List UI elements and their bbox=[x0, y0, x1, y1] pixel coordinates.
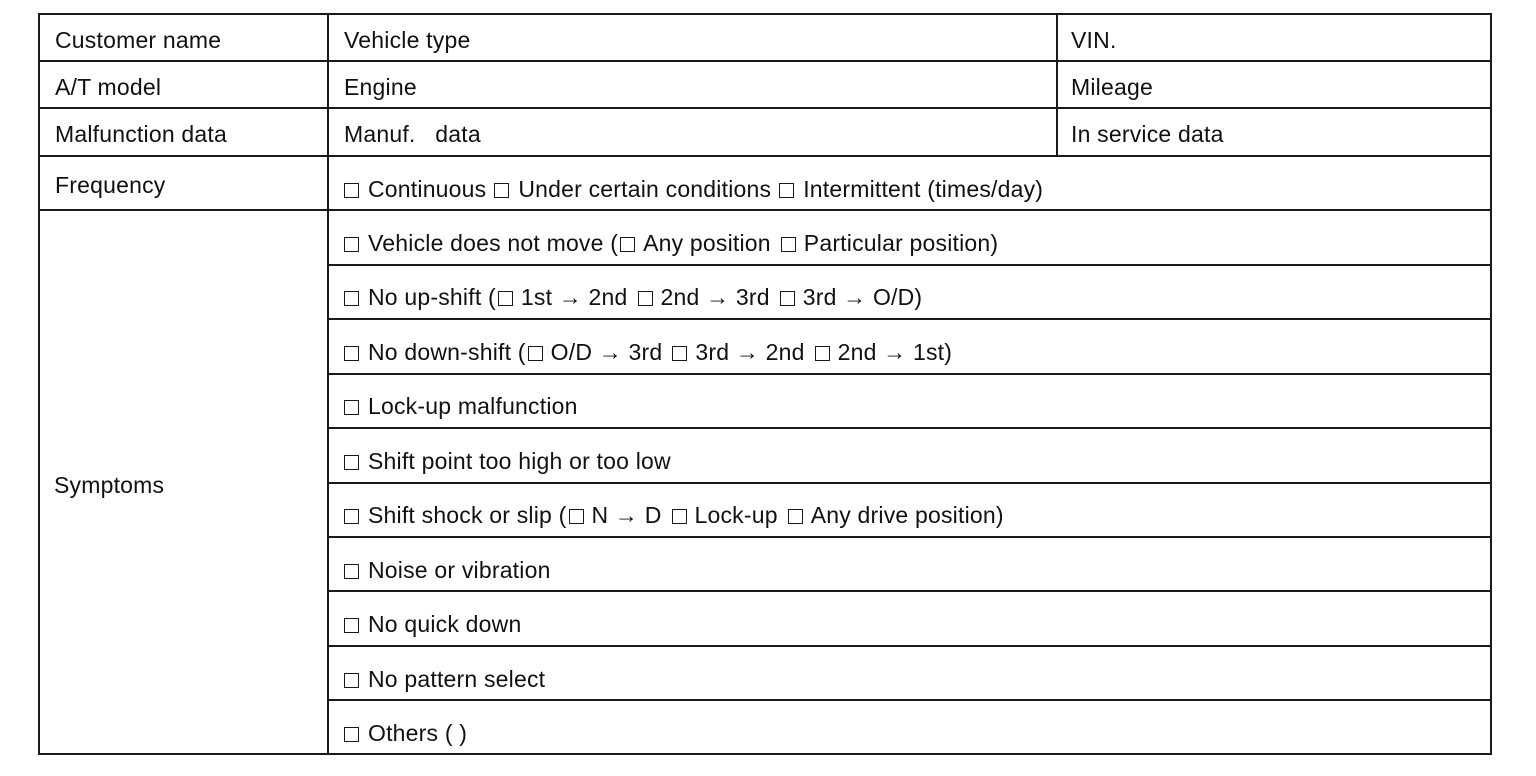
sub-option-label: O/D → 3rd bbox=[550, 339, 663, 365]
sub-option-label: 2nd → 3rd bbox=[660, 284, 770, 310]
symptom-label: Shift point too high or too low bbox=[368, 448, 671, 474]
manuf-data-label: Manuf. data bbox=[344, 121, 481, 147]
checkbox-noise-or-vibration[interactable] bbox=[344, 564, 359, 579]
symptom-label: No up-shift ( bbox=[368, 284, 496, 310]
sub-option-label: Any position bbox=[643, 230, 771, 256]
checkbox-under-certain-conditions[interactable] bbox=[494, 183, 510, 198]
symptom-others: Others ( ) bbox=[344, 722, 467, 745]
checkbox-no-down-shift[interactable] bbox=[344, 346, 359, 361]
checkbox-3rd-to-od[interactable] bbox=[779, 291, 795, 306]
checkbox-any-position[interactable] bbox=[620, 237, 636, 252]
symptom-divider bbox=[327, 645, 1490, 647]
sub-option-label: 3rd → 2nd bbox=[695, 339, 805, 365]
checkbox-od-to-3rd[interactable] bbox=[527, 346, 543, 361]
symptom-label: Noise or vibration bbox=[368, 557, 551, 583]
option-intermittent-label: Intermittent (times/day) bbox=[803, 176, 1044, 202]
vehicle-type-label: Vehicle type bbox=[344, 27, 471, 53]
checkbox-lock-up-malfunction[interactable] bbox=[344, 400, 359, 415]
mileage-label: Mileage bbox=[1071, 74, 1153, 100]
checkbox-vehicle-does-not-move[interactable] bbox=[344, 237, 359, 252]
checkbox-no-quick-down[interactable] bbox=[344, 618, 359, 633]
at-model-label: A/T model bbox=[55, 74, 162, 100]
row-divider bbox=[40, 209, 1490, 211]
symptom-label: Lock-up malfunction bbox=[368, 393, 578, 419]
sub-option-label: N → D bbox=[591, 502, 662, 528]
symptom-label: No pattern select bbox=[368, 666, 546, 692]
checkbox-1st-to-2nd[interactable] bbox=[497, 291, 513, 306]
symptom-label: Shift shock or slip ( bbox=[368, 502, 567, 528]
column-divider-1 bbox=[327, 15, 329, 753]
checkbox-no-pattern-select[interactable] bbox=[344, 673, 359, 688]
checkbox-shift-shock-or-slip[interactable] bbox=[344, 509, 359, 524]
checkbox-2nd-to-1st[interactable] bbox=[814, 346, 830, 361]
symptom-label: No down-shift ( bbox=[368, 339, 526, 365]
symptom-noise-or-vibration: Noise or vibration bbox=[344, 559, 551, 582]
checkbox-intermittent[interactable] bbox=[779, 183, 795, 198]
customer-name-label: Customer name bbox=[55, 27, 222, 53]
checkbox-no-up-shift[interactable] bbox=[344, 291, 359, 306]
sub-option-label: Lock-up bbox=[694, 502, 778, 528]
in-service-data-label: In service data bbox=[1071, 121, 1224, 147]
symptom-no-quick-down: No quick down bbox=[344, 613, 521, 636]
checkbox-particular-position[interactable] bbox=[780, 237, 796, 252]
column-divider-2 bbox=[1056, 15, 1058, 155]
symptom-label: Vehicle does not move ( bbox=[368, 230, 619, 256]
symptom-shift-shock-or-slip: Shift shock or slip ( N → D Lock-up Any dri… bbox=[344, 504, 1004, 527]
sub-option-label: 2nd → 1st) bbox=[837, 339, 953, 365]
sub-option-label: Any drive position) bbox=[810, 502, 1004, 528]
vin-label: VIN. bbox=[1071, 27, 1117, 53]
checkbox-2nd-to-3rd[interactable] bbox=[637, 291, 653, 306]
symptom-divider bbox=[327, 590, 1490, 592]
symptom-divider bbox=[327, 318, 1490, 320]
symptoms-label: Symptoms bbox=[54, 472, 165, 498]
sub-option-label: 1st → 2nd bbox=[520, 284, 628, 310]
symptom-no-down-shift: No down-shift ( O/D → 3rd 3rd → 2nd 2nd → 1… bbox=[344, 341, 952, 364]
symptom-divider bbox=[327, 264, 1490, 266]
option-under-certain-conditions-label: Under certain conditions bbox=[518, 176, 772, 202]
sub-option-label: 3rd → O/D) bbox=[802, 284, 923, 310]
checkbox-shift-point[interactable] bbox=[344, 455, 359, 470]
symptom-divider bbox=[327, 373, 1490, 375]
sub-option-label: Particular position) bbox=[803, 230, 999, 256]
checkbox-3rd-to-2nd[interactable] bbox=[672, 346, 688, 361]
checkbox-n-to-d[interactable] bbox=[568, 509, 584, 524]
checkbox-others[interactable] bbox=[344, 727, 359, 742]
symptom-divider bbox=[327, 536, 1490, 538]
symptom-vehicle-does-not-move: Vehicle does not move ( Any position Parti… bbox=[344, 232, 998, 255]
symptom-shift-point: Shift point too high or too low bbox=[344, 450, 671, 473]
checkbox-continuous[interactable] bbox=[344, 183, 359, 198]
row-divider bbox=[40, 60, 1490, 62]
symptom-no-up-shift: No up-shift ( 1st → 2nd 2nd → 3rd 3rd → O/D… bbox=[344, 286, 922, 309]
symptom-lock-up-malfunction: Lock-up malfunction bbox=[344, 395, 578, 418]
row-divider bbox=[40, 155, 1490, 157]
engine-label: Engine bbox=[344, 74, 417, 100]
row-divider bbox=[40, 107, 1490, 109]
frequency-label: Frequency bbox=[55, 172, 166, 198]
symptom-divider bbox=[327, 427, 1490, 429]
option-continuous-label: Continuous bbox=[368, 176, 487, 202]
diagnosis-form-table: Customer name Vehicle type VIN. A/T mode… bbox=[38, 13, 1492, 755]
symptom-divider bbox=[327, 482, 1490, 484]
symptom-divider bbox=[327, 699, 1490, 701]
checkbox-any-drive-position[interactable] bbox=[787, 509, 803, 524]
symptom-no-pattern-select: No pattern select bbox=[344, 668, 545, 691]
frequency-options: Continuous Under certain conditions Interm… bbox=[344, 178, 1043, 201]
malfunction-data-label: Malfunction data bbox=[55, 121, 227, 147]
checkbox-lock-up[interactable] bbox=[671, 509, 687, 524]
symptom-label: Others ( ) bbox=[368, 720, 468, 746]
symptom-label: No quick down bbox=[368, 611, 522, 637]
